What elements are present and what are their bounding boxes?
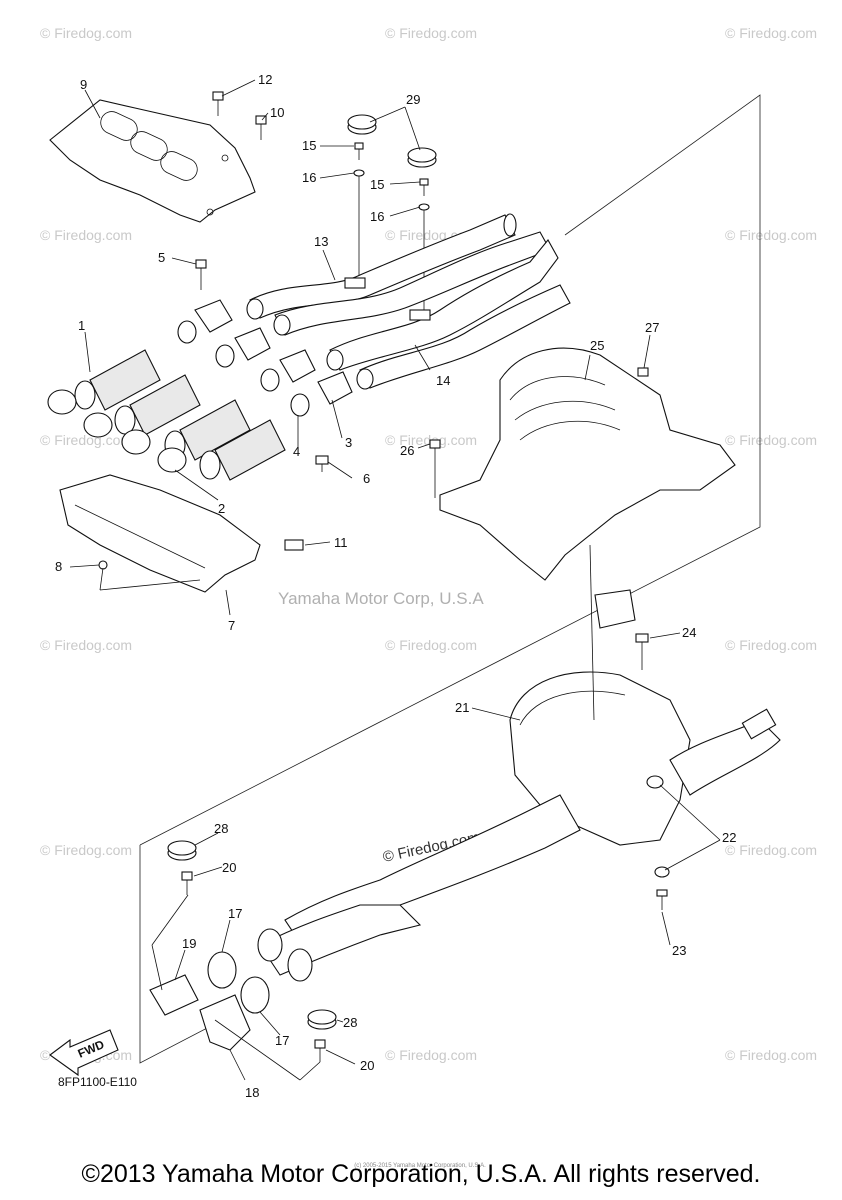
rubber-cap-29 — [347, 114, 437, 168]
callout-13: 13 — [314, 234, 328, 249]
callout-7: 7 — [228, 618, 235, 633]
watermark: © Firedog.com — [40, 637, 132, 653]
gasket-2 — [47, 389, 187, 473]
callout-12: 12 — [258, 72, 272, 87]
clamp-3 — [194, 299, 353, 405]
heat-shield-upper — [49, 99, 256, 223]
leader-lines — [69, 79, 721, 1081]
callout-17b: 17 — [275, 1033, 289, 1048]
watermark: © Firedog.com — [385, 25, 477, 41]
callout-17a: 17 — [228, 906, 242, 921]
bolt-6 — [315, 455, 329, 472]
heat-shield-lower — [59, 474, 261, 593]
callout-26: 26 — [400, 443, 414, 458]
tail-pipe-17 — [207, 951, 270, 1014]
exhaust-pipe-14 — [326, 239, 571, 390]
callout-14: 14 — [436, 373, 450, 388]
center-watermark: Yamaha Motor Corp, U.S.A — [278, 589, 484, 608]
callouts: 9 12 10 29 15 16 15 16 13 5 1 14 3 4 6 2… — [55, 72, 736, 1100]
callout-28a: 28 — [214, 821, 228, 836]
watermark: © Firedog.com — [725, 1047, 817, 1063]
clip-8 — [98, 560, 108, 570]
callout-16a: 16 — [302, 170, 316, 185]
callout-23: 23 — [672, 943, 686, 958]
callout-15b: 15 — [370, 177, 384, 192]
tail-pipe-assembly — [257, 794, 581, 982]
copyright-footer: ©2013 Yamaha Motor Corporation, U.S.A. A… — [81, 1160, 761, 1188]
watermark: © Firedog.com — [40, 842, 132, 858]
bolt-12 — [212, 91, 224, 116]
watermark: © Firedog.com — [725, 432, 817, 448]
bolt-26 — [429, 439, 441, 498]
watermark: © Firedog.com — [725, 637, 817, 653]
tiny-copyright-note: (c) 2005-2015 Yamaha Motor Corporation, … — [354, 1163, 486, 1169]
watermark: © Firedog.com — [385, 637, 477, 653]
callout-9: 9 — [80, 77, 87, 92]
watermark: © Firedog.com — [40, 432, 132, 448]
assembly-frame — [139, 94, 761, 1064]
clip-11 — [284, 539, 304, 551]
callout-15a: 15 — [302, 138, 316, 153]
bolt-24 — [635, 633, 649, 670]
watermark: © Firedog.com — [725, 227, 817, 243]
callout-4: 4 — [293, 444, 300, 459]
callout-20b: 20 — [360, 1058, 374, 1073]
callout-21: 21 — [455, 700, 469, 715]
exhaust-pipe-13 — [246, 213, 551, 336]
callout-19: 19 — [182, 936, 196, 951]
callout-25: 25 — [590, 338, 604, 353]
bolt-27 — [637, 367, 649, 377]
bolt-10 — [255, 115, 267, 140]
callout-1: 1 — [78, 318, 85, 333]
callout-10: 10 — [270, 105, 284, 120]
watermark: © Firedog.com — [40, 25, 132, 41]
callout-24: 24 — [682, 625, 696, 640]
gasket-4 — [177, 320, 310, 417]
bolt-5 — [195, 259, 207, 290]
watermark: © Firedog.com — [725, 842, 817, 858]
callout-18: 18 — [245, 1085, 259, 1100]
flex-pipe-1 — [74, 349, 286, 481]
callout-2: 2 — [218, 501, 225, 516]
callout-28b: 28 — [343, 1015, 357, 1030]
callout-27: 27 — [645, 320, 659, 335]
callout-16b: 16 — [370, 209, 384, 224]
callout-8: 8 — [55, 559, 62, 574]
watermark: © Firedog.com — [40, 227, 132, 243]
bolt-20 — [181, 871, 326, 1062]
callout-20a: 20 — [222, 860, 236, 875]
callout-11: 11 — [334, 535, 348, 550]
watermark: © Firedog.com — [725, 25, 817, 41]
muffler-protector-25 — [439, 347, 736, 581]
callout-6: 6 — [363, 471, 370, 486]
diagram-code: 8FP1100-E110 — [58, 1075, 137, 1089]
watermark: © Firedog.com — [385, 1047, 477, 1063]
callout-3: 3 — [345, 435, 352, 450]
callout-5: 5 — [158, 250, 165, 265]
stay-19 — [149, 974, 199, 1016]
forward-arrow: FWD — [49, 1029, 119, 1077]
callout-22: 22 — [722, 830, 736, 845]
callout-29: 29 — [406, 92, 420, 107]
rubber-cap-28 — [167, 840, 337, 1030]
bolt-23 — [656, 889, 668, 910]
